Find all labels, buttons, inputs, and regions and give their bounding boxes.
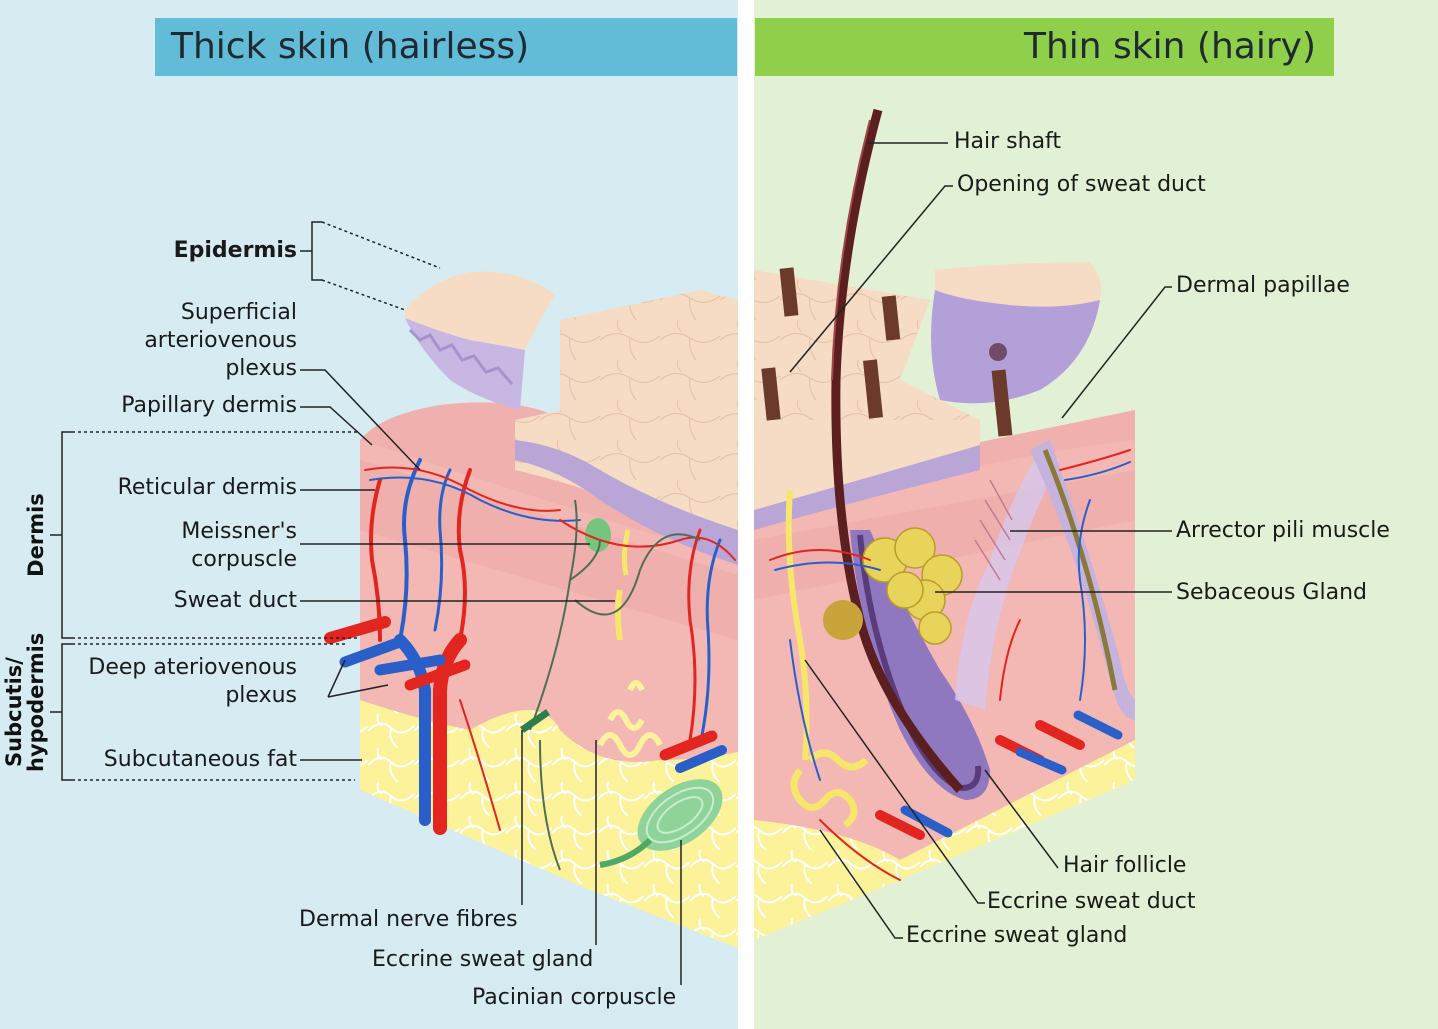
left-nerve-fibres — [529, 499, 701, 871]
hair-shaft — [831, 108, 964, 793]
meissner-corpuscle — [585, 518, 611, 552]
thick-skin-title: Thick skin (hairless) — [171, 26, 530, 67]
label-hair-follicle: Hair follicle — [1063, 853, 1187, 878]
label-subcutaneous-fat: Subcutaneous fat — [103, 747, 297, 772]
right-epidermis-top — [754, 420, 980, 510]
label-sweat-duct: Sweat duct — [173, 588, 297, 613]
panel-divider — [738, 0, 754, 1029]
label-eccrine-duct: Eccrine sweat duct — [987, 889, 1196, 914]
label-sebaceous: Sebaceous Gland — [1176, 580, 1367, 605]
sebaceous-gland — [862, 527, 963, 645]
left-blood-vessels — [324, 458, 736, 835]
left-epidermis-flap — [405, 271, 555, 350]
label-reticular-dermis: Reticular dermis — [117, 475, 297, 500]
label-hair-shaft: Hair shaft — [954, 129, 1062, 154]
right-eccrine-gland — [790, 749, 869, 828]
label-dermal-papillae: Dermal papillae — [1176, 273, 1350, 298]
left-eccrine-gland — [597, 680, 663, 758]
label-meissner: Meissner's corpuscle — [181, 519, 297, 572]
label-papillary-dermis: Papillary dermis — [121, 393, 297, 418]
thin-skin-title: Thin skin (hairy) — [1023, 26, 1316, 67]
label-superficial-plexus: Superficial arteriovenous plexus — [144, 300, 297, 381]
thick-skin-banner: Thick skin (hairless) — [155, 18, 737, 76]
right-basal-layer — [754, 445, 980, 530]
thin-skin-banner: Thin skin (hairy) — [755, 18, 1334, 76]
hair-stubs — [761, 267, 1013, 437]
leader-lines — [50, 142, 1172, 985]
right-eccrine-duct — [785, 489, 810, 761]
arrector-pili — [955, 450, 1060, 710]
hair-follicle — [850, 530, 990, 800]
right-blood-vessels — [769, 449, 1131, 881]
pacinian-corpuscle — [599, 779, 723, 868]
label-deep-plexus: Deep ateriovenous plexus — [88, 655, 297, 708]
label-subcutis-bracket: Subcutis/ hypodermis — [2, 632, 48, 772]
label-dermal-nerve: Dermal nerve fibres — [299, 907, 518, 932]
label-dermis-bracket: Dermis — [24, 493, 48, 577]
label-eccrine-gland-left: Eccrine sweat gland — [372, 947, 594, 972]
label-pacinian: Pacinian corpuscle — [472, 985, 677, 1010]
label-opening-sweat-duct: Opening of sweat duct — [957, 172, 1206, 197]
right-epidermis-flap — [935, 262, 1102, 307]
right-flap-basal — [931, 290, 1100, 404]
label-epidermis: Epidermis — [173, 238, 297, 263]
label-arrector-pili: Arrector pili muscle — [1176, 518, 1390, 543]
label-eccrine-gland-right: Eccrine sweat gland — [906, 923, 1128, 948]
